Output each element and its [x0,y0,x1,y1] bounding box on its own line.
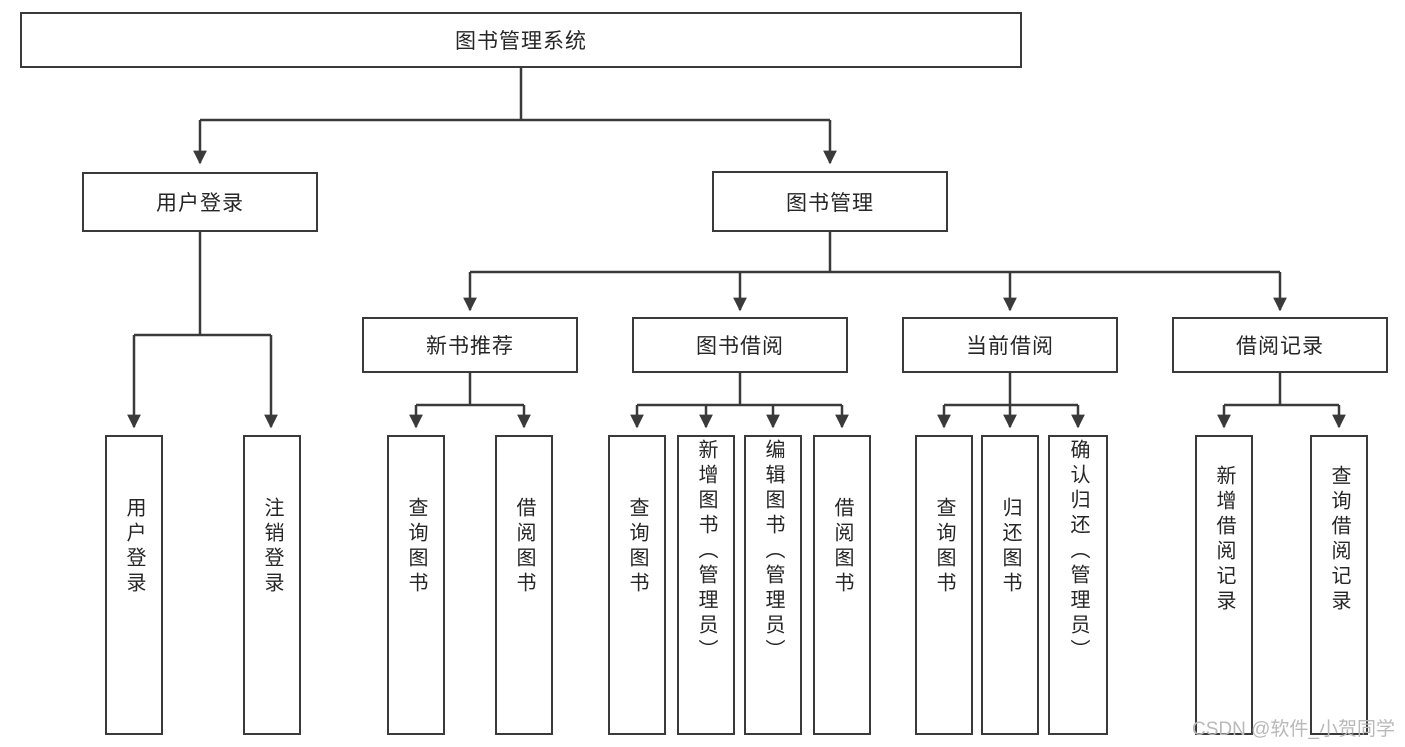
leaf-borrow-book-1[interactable]: 借阅图书 [495,435,553,735]
leaf-confirm-return[interactable]: 确认归还（管理员） [1048,435,1108,735]
leaf-add-record[interactable]: 新增借阅记录 [1195,435,1253,735]
node-label: 新书推荐 [426,335,514,358]
leaf-add-book[interactable]: 新增图书（管理员） [677,435,735,735]
leaf-user-login[interactable]: 用户登录 [105,435,163,735]
node-borrow-record[interactable]: 借阅记录 [1172,317,1388,373]
leaf-query-book-2[interactable]: 查询图书 [608,435,666,735]
node-label: 图书管理系统 [455,30,587,53]
node-label: 查询图书 [405,497,427,597]
leaf-logout[interactable]: 注销登录 [243,435,301,735]
leaf-edit-book[interactable]: 编辑图书（管理员） [744,435,802,735]
node-root-system[interactable]: 图书管理系统 [20,12,1022,68]
node-label: 查询借阅记录 [1328,465,1350,615]
leaf-borrow-book-2[interactable]: 借阅图书 [813,435,871,735]
node-label: 新增借阅记录 [1213,465,1235,615]
node-label: 确认归还（管理员） [1067,439,1089,664]
node-label: 借阅记录 [1236,335,1324,358]
node-user-login[interactable]: 用户登录 [82,172,318,232]
node-current-borrow[interactable]: 当前借阅 [902,317,1118,373]
leaf-query-book-1[interactable]: 查询图书 [387,435,445,735]
leaf-query-record[interactable]: 查询借阅记录 [1310,435,1368,735]
node-label: 借阅图书 [831,497,853,597]
node-label: 用户登录 [156,192,244,215]
node-book-manage[interactable]: 图书管理 [712,171,948,232]
leaf-query-book-3[interactable]: 查询图书 [915,435,973,735]
node-label: 查询图书 [933,497,955,597]
node-new-book-recommend[interactable]: 新书推荐 [362,317,578,373]
leaf-return-book[interactable]: 归还图书 [981,435,1039,735]
node-label: 新增图书（管理员） [695,439,717,664]
node-label: 借阅图书 [513,497,535,597]
node-label: 归还图书 [999,497,1021,597]
node-book-borrow[interactable]: 图书借阅 [632,317,848,373]
node-label: 编辑图书（管理员） [762,439,784,664]
node-label: 注销登录 [261,497,283,597]
node-label: 当前借阅 [966,335,1054,358]
watermark-text: CSDN @软件_小贺同学 [1192,719,1395,740]
node-label: 查询图书 [626,497,648,597]
node-label: 图书借阅 [696,335,784,358]
node-label: 图书管理 [786,191,874,215]
node-label: 用户登录 [123,497,145,597]
